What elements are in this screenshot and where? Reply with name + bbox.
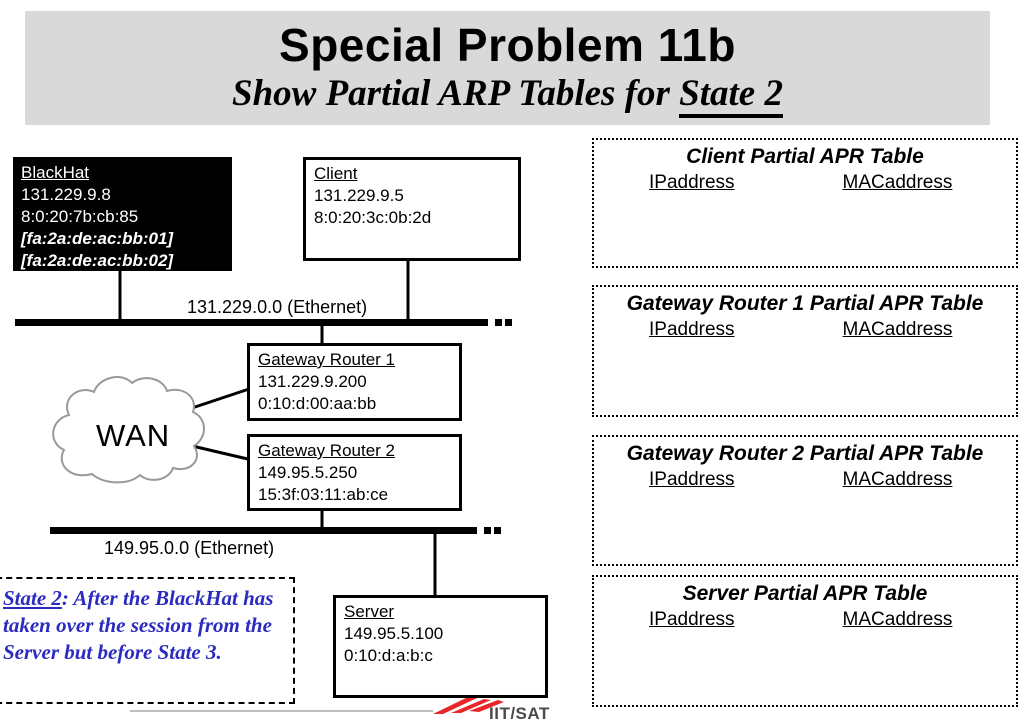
ethernet2-bus [50, 527, 477, 534]
server-name: Server [344, 602, 395, 621]
client-arp-table-headers: IPaddress MACaddress [594, 172, 1016, 194]
ethernet1-continuation-dot [505, 319, 512, 326]
gateway-router-2-mac: 15:3f:03:11:ab:ce [258, 485, 389, 504]
macaddress-column-header: MACaddress [842, 172, 953, 193]
ipaddress-column-header: IPaddress [649, 319, 735, 340]
state2-note: State 2: After the BlackHat has taken ov… [0, 577, 295, 704]
gateway-router-2-name: Gateway Router 2 [258, 441, 396, 460]
server-mac: 0:10:d:a:b:c [344, 646, 433, 665]
gateway-router-1-arp-table-title: Gateway Router 1 Partial APR Table [626, 292, 984, 315]
gateway-router-1-ip: 131.229.9.200 [258, 372, 367, 391]
gateway-router-2-node: Gateway Router 2 149.95.5.250 15:3f:03:1… [247, 434, 462, 511]
slide-subtitle: Show Partial ARP Tables for State 2 [232, 71, 783, 118]
ethernet2-continuation-dot [484, 527, 491, 534]
subtitle-state-emphasis: State 2 [679, 73, 783, 118]
blackhat-spoofed-mac-2: [fa:2a:de:ac:bb:02] [21, 251, 174, 270]
gateway-router-1-mac: 0:10:d:00:aa:bb [258, 394, 377, 413]
server-ip: 149.95.5.100 [344, 624, 444, 643]
client-node: Client 131.229.9.5 8:0:20:3c:0b:2d [303, 157, 521, 261]
wan-label: WAN [96, 418, 171, 453]
gateway-router-2-arp-table: Gateway Router 2 Partial APR Table IPadd… [592, 435, 1018, 566]
blackhat-name: BlackHat [21, 163, 90, 182]
ethernet1-continuation-dot [495, 319, 502, 326]
note-line-3: Server but before State 3. [3, 640, 222, 664]
ethernet1-bus [15, 319, 488, 326]
wan-cloud [52, 376, 205, 484]
iit-sat-logo-text: IIT/SAT [489, 704, 550, 719]
macaddress-column-header: MACaddress [842, 469, 953, 490]
ethernet1-label: 131.229.0.0 (Ethernet) [187, 297, 368, 317]
wan-to-gateway2-line [187, 443, 253, 462]
blackhat-ip: 131.229.9.8 [21, 185, 111, 204]
gateway-router-1-name: Gateway Router 1 [258, 350, 396, 369]
client-arp-table-title: Client Partial APR Table [686, 145, 924, 168]
gateway-router-2-arp-table-title: Gateway Router 2 Partial APR Table [626, 442, 984, 465]
note-line-1: State 2: After the BlackHat has [3, 585, 293, 612]
iit-sat-logo-icon [433, 697, 504, 714]
client-name: Client [314, 164, 358, 183]
ipaddress-column-header: IPaddress [649, 609, 735, 630]
gateway-router-1-node: Gateway Router 1 131.229.9.200 0:10:d:00… [247, 343, 462, 421]
subtitle-text: Show Partial ARP Tables for [232, 73, 680, 114]
gateway-router-2-arp-table-headers: IPaddress MACaddress [594, 469, 1016, 491]
client-mac: 8:0:20:3c:0b:2d [314, 208, 432, 227]
note-state-emphasis: State 2 [3, 586, 62, 610]
gateway-router-1-arp-table-headers: IPaddress MACaddress [594, 319, 1016, 341]
client-ip: 131.229.9.5 [314, 186, 404, 205]
ipaddress-column-header: IPaddress [649, 469, 735, 490]
ethernet2-label: 149.95.0.0 (Ethernet) [104, 538, 275, 558]
ethernet2-continuation-dot [494, 527, 501, 534]
ipaddress-column-header: IPaddress [649, 172, 735, 193]
gateway-router-1-arp-table: Gateway Router 1 Partial APR Table IPadd… [592, 285, 1018, 417]
slide-title: Special Problem 11b [279, 19, 736, 71]
client-arp-table: Client Partial APR Table IPaddress MACad… [592, 138, 1018, 268]
blackhat-spoofed-mac-1: [fa:2a:de:ac:bb:01] [21, 229, 174, 248]
server-node: Server 149.95.5.100 0:10:d:a:b:c [333, 595, 548, 698]
blackhat-mac: 8:0:20:7b:cb:85 [21, 207, 139, 226]
server-arp-table-headers: IPaddress MACaddress [594, 609, 1016, 631]
server-arp-table: Server Partial APR Table IPaddress MACad… [592, 575, 1018, 707]
server-arp-table-title: Server Partial APR Table [682, 582, 928, 605]
macaddress-column-header: MACaddress [842, 609, 953, 630]
note-line-1-text: : After the BlackHat has [61, 586, 274, 610]
blackhat-node: BlackHat 131.229.9.8 8:0:20:7b:cb:85 [fa… [13, 157, 232, 271]
gateway-router-2-ip: 149.95.5.250 [258, 463, 358, 482]
note-line-2: taken over the session from the [3, 613, 272, 637]
slide-header: Special Problem 11b Show Partial ARP Tab… [25, 11, 990, 125]
macaddress-column-header: MACaddress [842, 319, 953, 340]
